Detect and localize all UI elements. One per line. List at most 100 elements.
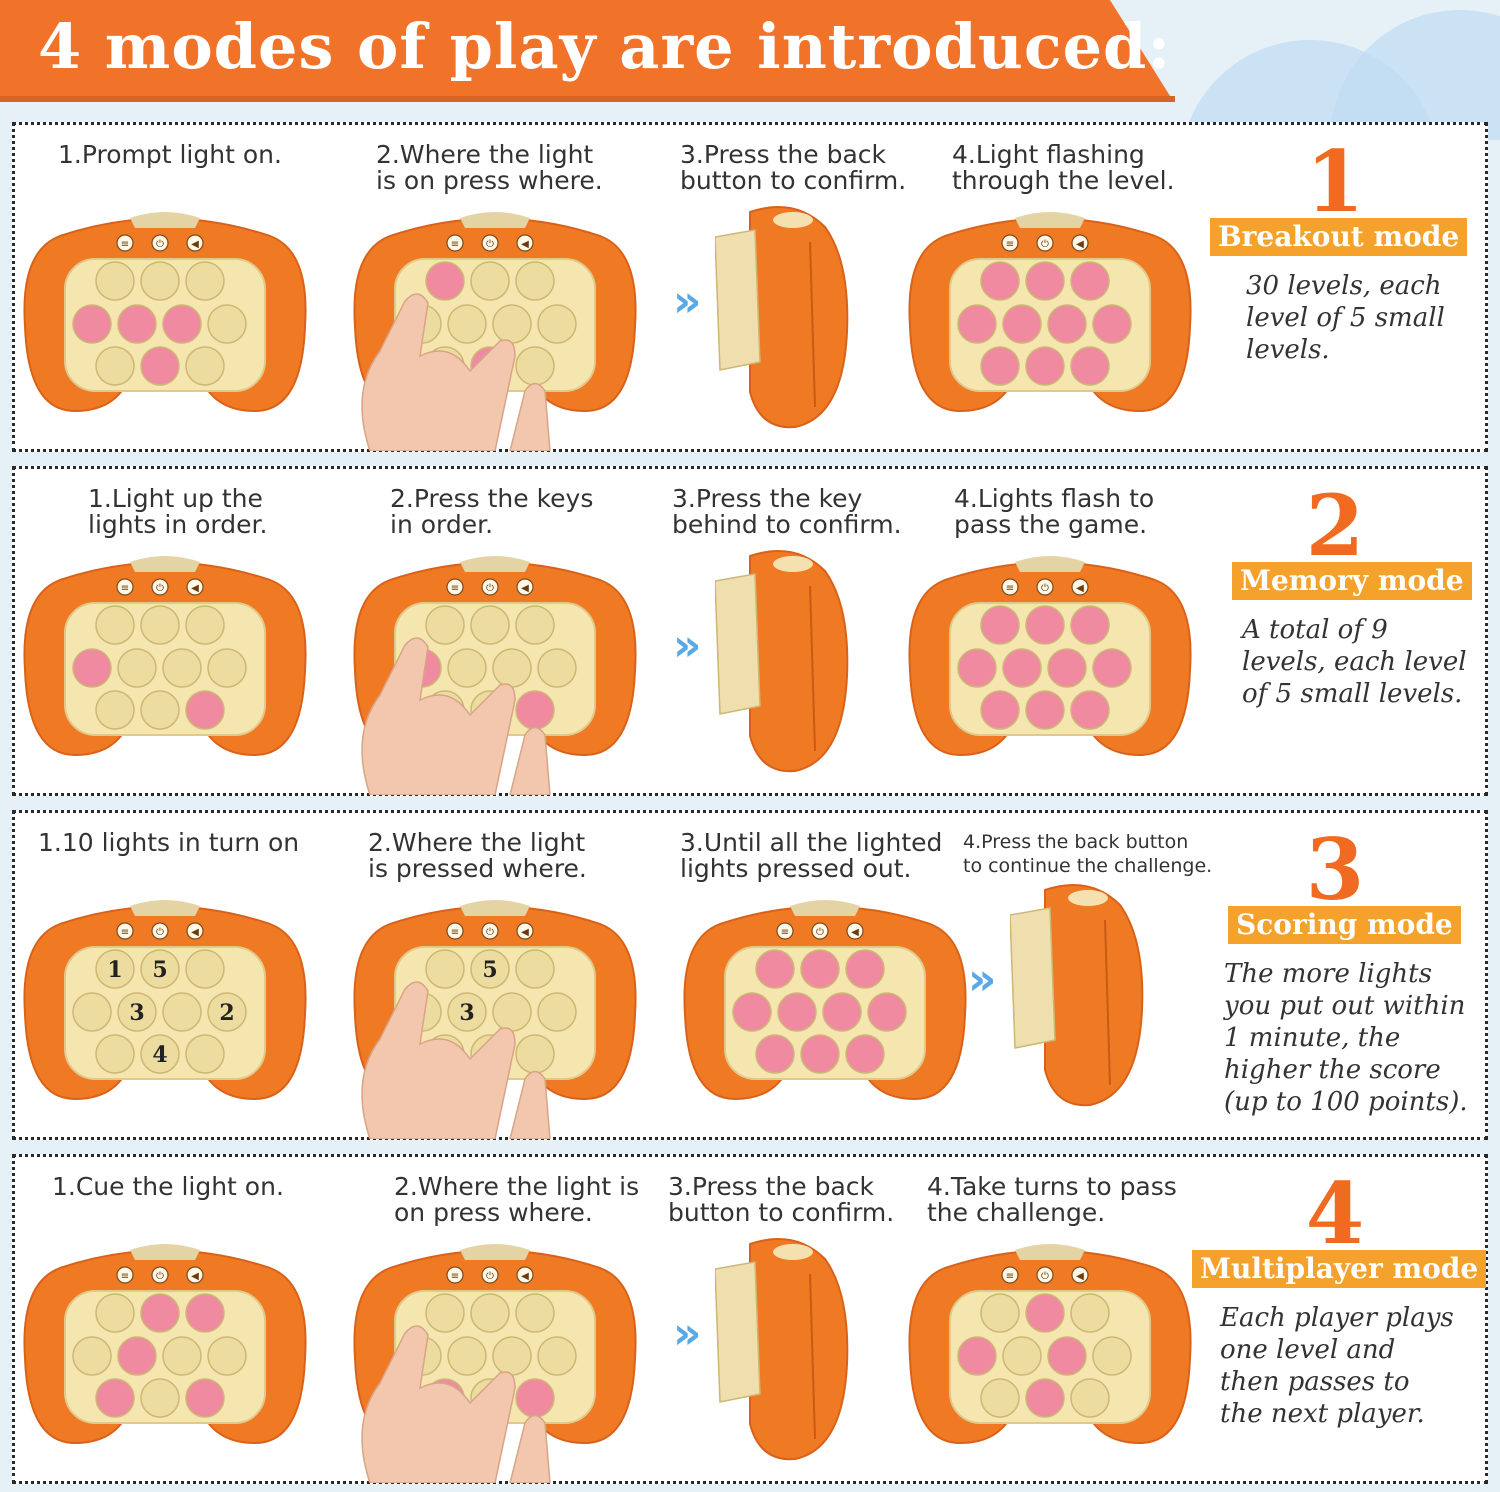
pop-button — [537, 1336, 577, 1376]
controller-side-view — [1010, 884, 1144, 1107]
controller-side-view — [715, 206, 849, 429]
sound-icon — [186, 922, 204, 940]
pop-button — [515, 261, 555, 301]
pop-button — [980, 1293, 1020, 1333]
pop-button — [1025, 605, 1065, 645]
svg-text:⏻: ⏻ — [486, 1271, 494, 1282]
svg-text:≡: ≡ — [1006, 239, 1014, 250]
pop-button — [140, 605, 180, 645]
pop-button — [425, 949, 465, 989]
svg-text:≡: ≡ — [121, 239, 129, 250]
power-icon — [481, 578, 499, 596]
button-number: 4 — [152, 1042, 167, 1068]
pop-button — [845, 949, 885, 989]
sound-icon — [516, 922, 534, 940]
power-icon — [1036, 578, 1054, 596]
step-label: 1.Prompt light on. — [58, 140, 282, 169]
pop-button — [1002, 648, 1042, 688]
step-label: 1.Cue the light on. — [52, 1172, 284, 1201]
menu-icon — [776, 922, 794, 940]
power-icon — [151, 922, 169, 940]
mode-name-badge: Memory mode — [1232, 562, 1472, 600]
power-icon — [481, 1266, 499, 1284]
pop-button — [470, 605, 510, 645]
svg-text:≡: ≡ — [121, 1271, 129, 1282]
controller-side-view — [715, 1238, 849, 1461]
power-icon — [481, 922, 499, 940]
pop-button — [755, 949, 795, 989]
mode-name-badge: Breakout mode — [1210, 218, 1468, 256]
pop-button — [162, 648, 202, 688]
svg-text:◀: ◀ — [191, 1271, 199, 1282]
pop-button — [72, 1336, 112, 1376]
pop-it-controller: ≡⏻◀ — [23, 1244, 307, 1445]
button-number: 3 — [129, 1000, 144, 1026]
pop-button — [515, 949, 555, 989]
sound-icon — [1071, 1266, 1089, 1284]
pop-button — [117, 992, 157, 1032]
pop-button — [1025, 1378, 1065, 1418]
pop-button — [95, 690, 135, 730]
pop-button — [140, 261, 180, 301]
mode-name-badge: Scoring mode — [1228, 906, 1461, 944]
svg-text:⏻: ⏻ — [486, 239, 494, 250]
svg-text:≡: ≡ — [451, 1271, 459, 1282]
pop-button — [425, 1293, 465, 1333]
sound-icon — [1071, 578, 1089, 596]
svg-text:⏻: ⏻ — [816, 927, 824, 938]
hand-icon — [361, 1325, 551, 1483]
svg-text:◀: ◀ — [191, 583, 199, 594]
mode-number: 1 — [1305, 132, 1365, 231]
pop-button — [980, 261, 1020, 301]
power-icon — [151, 234, 169, 252]
pop-button — [470, 261, 510, 301]
pop-button — [755, 1034, 795, 1074]
pop-button — [447, 648, 487, 688]
svg-text:⏻: ⏻ — [486, 927, 494, 938]
menu-icon — [1001, 578, 1019, 596]
pop-button — [140, 949, 180, 989]
pop-button — [1092, 1336, 1132, 1376]
pop-it-controller: ≡⏻◀ — [683, 900, 967, 1101]
pop-button — [185, 690, 225, 730]
power-icon — [151, 1266, 169, 1284]
svg-text:≡: ≡ — [451, 583, 459, 594]
svg-text:◀: ◀ — [191, 927, 199, 938]
menu-icon — [1001, 1266, 1019, 1284]
page-title: 4 modes of play are introduced: — [38, 10, 1172, 83]
title-banner — [0, 0, 1170, 96]
sound-icon — [1071, 234, 1089, 252]
pop-button — [162, 992, 202, 1032]
mode-description: 30 levels, each level of 5 small levels. — [1246, 271, 1445, 365]
pop-button — [537, 304, 577, 344]
pop-button — [72, 992, 112, 1032]
pop-button — [957, 648, 997, 688]
button-number: 3 — [459, 1000, 474, 1026]
pop-button — [425, 261, 465, 301]
pop-button — [980, 346, 1020, 386]
svg-text:≡: ≡ — [121, 583, 129, 594]
svg-text:⏻: ⏻ — [156, 583, 164, 594]
pop-button — [1070, 261, 1110, 301]
svg-text:⏻: ⏻ — [1041, 583, 1049, 594]
pop-button — [185, 1378, 225, 1418]
pop-button — [447, 304, 487, 344]
svg-text:≡: ≡ — [1006, 583, 1014, 594]
mode-description: Each player plays one level and then pas… — [1220, 1303, 1454, 1429]
sound-icon — [516, 578, 534, 596]
pop-button — [1002, 1336, 1042, 1376]
pop-button — [162, 1336, 202, 1376]
sound-icon — [186, 1266, 204, 1284]
pop-button — [185, 949, 225, 989]
pop-button — [95, 949, 135, 989]
sound-icon — [516, 1266, 534, 1284]
svg-text:◀: ◀ — [851, 927, 859, 938]
menu-icon — [446, 234, 464, 252]
